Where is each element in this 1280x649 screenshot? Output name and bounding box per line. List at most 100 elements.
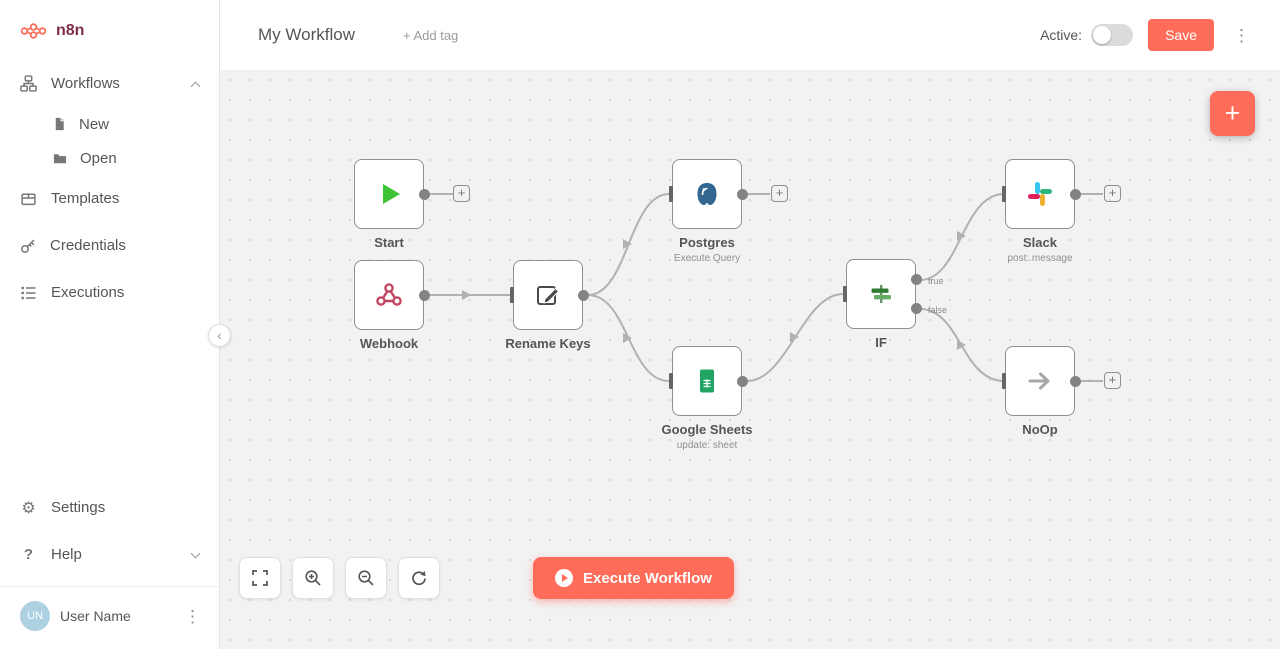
user-menu-kebab-icon[interactable]: ⋮ — [184, 606, 201, 626]
node-sublabel: Execute Query — [673, 253, 741, 264]
zoom-in-button[interactable] — [292, 557, 334, 599]
sidebar-menu: Workflows New Open — [0, 60, 219, 316]
output-port[interactable] — [419, 189, 430, 200]
sidebar-item-new[interactable]: New — [0, 107, 219, 141]
add-node-endpoint[interactable]: + — [771, 185, 788, 202]
node-if-box[interactable] — [846, 259, 916, 329]
sidebar-item-credentials[interactable]: Credentials — [0, 222, 219, 269]
zoom-in-icon — [305, 570, 321, 586]
key-icon — [21, 238, 35, 253]
open-folder-icon — [53, 153, 67, 163]
n8n-logo-icon — [20, 23, 47, 39]
add-node-endpoint[interactable]: + — [1104, 185, 1121, 202]
sidebar-item-label: New — [79, 115, 110, 133]
node-start-box[interactable] — [354, 159, 424, 229]
input-port[interactable] — [510, 287, 514, 303]
add-node-endpoint[interactable]: + — [453, 185, 470, 202]
output-port[interactable] — [419, 290, 430, 301]
execute-workflow-label: Execute Workflow — [583, 569, 712, 587]
zoom-out-button[interactable] — [345, 557, 387, 599]
sidebar-item-label: Templates — [51, 190, 120, 207]
user-name: User Name — [60, 608, 131, 624]
gear-icon: ⚙ — [21, 499, 36, 517]
executions-list-icon — [21, 286, 36, 299]
input-port[interactable] — [669, 186, 673, 202]
zoom-to-fit-button[interactable] — [239, 557, 281, 599]
sidebar: n8n Workflows — [0, 0, 220, 649]
active-toggle[interactable] — [1091, 24, 1134, 46]
output-port[interactable] — [578, 290, 589, 301]
question-icon: ? — [23, 546, 34, 563]
n8n-logo[interactable]: n8n — [0, 0, 219, 60]
new-file-icon — [55, 117, 64, 131]
node-sublabel: update: sheet — [676, 440, 738, 451]
node-start[interactable]: Start — [354, 159, 430, 250]
node-if[interactable]: true false IF — [843, 259, 947, 350]
node-rename-keys[interactable]: Rename Keys — [505, 260, 591, 351]
input-port[interactable] — [843, 286, 847, 302]
avatar[interactable]: UN — [20, 601, 50, 631]
output-port[interactable] — [1070, 189, 1081, 200]
add-node-button[interactable]: + — [1210, 91, 1255, 136]
input-port[interactable] — [669, 373, 673, 389]
sidebar-item-workflows[interactable]: Workflows — [0, 60, 219, 107]
execute-play-icon — [555, 569, 573, 587]
sidebar-item-settings[interactable]: ⚙ Settings — [0, 484, 219, 531]
toggle-knob — [1093, 26, 1112, 44]
sidebar-item-label: Executions — [51, 284, 125, 301]
save-button[interactable]: Save — [1148, 19, 1214, 51]
output-port[interactable] — [1070, 376, 1081, 387]
output-port[interactable] — [737, 376, 748, 387]
slack-icon — [1028, 182, 1052, 206]
node-google-sheets[interactable]: Google Sheets update: sheet — [661, 346, 753, 451]
workflow-title[interactable]: My Workflow — [258, 25, 355, 44]
node-noop[interactable]: NoOp — [1002, 346, 1081, 437]
sidebar-item-executions[interactable]: Executions — [0, 269, 219, 316]
sidebar-item-label: Settings — [51, 499, 106, 516]
add-tag-button[interactable]: + Add tag — [402, 27, 459, 43]
play-icon — [383, 184, 400, 204]
workflow-canvas[interactable]: ‹ — [208, 70, 1280, 649]
node-webhook[interactable]: Webhook — [354, 260, 430, 351]
node-label: NoOp — [1022, 422, 1058, 437]
node-label: Postgres — [679, 235, 735, 250]
node-postgres[interactable]: Postgres Execute Query — [669, 159, 748, 264]
node-rename-keys-box[interactable] — [513, 260, 583, 330]
output-port[interactable] — [737, 189, 748, 200]
workflow-menu-kebab-icon[interactable]: ⋮ — [1233, 25, 1250, 45]
chevron-up-icon[interactable] — [190, 81, 201, 91]
input-port[interactable] — [1002, 186, 1006, 202]
sidebar-item-label: Open — [80, 149, 117, 167]
sidebar-item-templates[interactable]: Templates — [0, 175, 219, 222]
sidebar-item-help[interactable]: ? Help — [0, 531, 219, 578]
execute-workflow-button[interactable]: Execute Workflow — [533, 557, 734, 599]
sidebar-collapse-button[interactable]: ‹ — [208, 324, 231, 347]
node-slack-box[interactable] — [1005, 159, 1075, 229]
node-webhook-box[interactable] — [354, 260, 424, 330]
input-port[interactable] — [1002, 373, 1006, 389]
output-label-false: false — [928, 305, 948, 315]
sidebar-item-label: Help — [51, 546, 82, 563]
reset-zoom-icon — [412, 571, 426, 586]
sidebar-item-label: Credentials — [50, 237, 126, 254]
node-google-sheets-box[interactable] — [672, 346, 742, 416]
sidebar-item-open[interactable]: Open — [0, 141, 219, 175]
node-postgres-box[interactable] — [672, 159, 742, 229]
signpost-icon — [871, 285, 891, 303]
workflows-sitemap-icon — [20, 75, 37, 92]
node-slack[interactable]: Slack post: message — [1002, 159, 1081, 264]
workflow-header: My Workflow + Add tag Active: Save ⋮ — [220, 0, 1280, 70]
add-node-endpoint[interactable]: + — [1104, 372, 1121, 389]
templates-box-icon — [21, 193, 36, 206]
sidebar-item-label: Workflows — [51, 75, 120, 92]
output-port-true[interactable] — [911, 274, 922, 285]
active-label: Active: — [1040, 27, 1083, 43]
webhook-icon — [376, 283, 402, 306]
reset-zoom-button[interactable] — [398, 557, 440, 599]
sidebar-bottom: ⚙ Settings ? Help UN User Name ⋮ — [0, 484, 219, 649]
output-port-false[interactable] — [911, 303, 922, 314]
node-noop-box[interactable] — [1005, 346, 1075, 416]
chevron-down-icon[interactable] — [190, 548, 201, 558]
user-row[interactable]: UN User Name ⋮ — [0, 586, 219, 649]
node-sublabel: post: message — [1007, 253, 1073, 264]
